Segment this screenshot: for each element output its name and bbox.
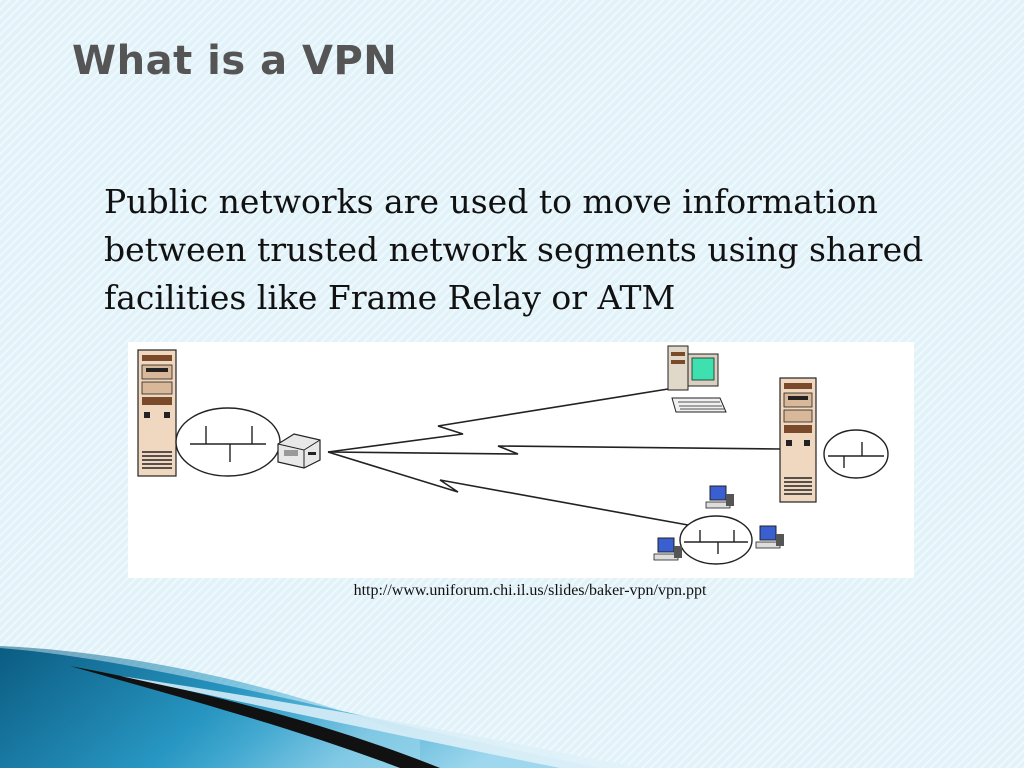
server-tower-icon xyxy=(137,349,177,477)
router-icon xyxy=(277,433,321,469)
desktop-computer-icon xyxy=(667,345,727,413)
lan-segment-icon xyxy=(679,515,753,565)
workstation-icon xyxy=(653,537,682,561)
server-tower-icon xyxy=(779,377,817,503)
lan-segment-icon xyxy=(175,407,281,477)
slide-body-text: Public networks are used to move informa… xyxy=(104,182,924,317)
slide-title: What is a VPN xyxy=(72,38,398,84)
lightning-link-desktop xyxy=(327,388,669,453)
workstation-icon xyxy=(705,485,734,509)
lightning-link-server-right xyxy=(327,445,781,455)
workstation-icon xyxy=(755,525,784,549)
lan-segment-icon xyxy=(823,429,889,479)
vpn-network-diagram xyxy=(128,342,914,578)
source-url: http://www.uniforum.chi.il.us/slides/bak… xyxy=(353,582,707,599)
lightning-link-bottom-lan xyxy=(327,451,689,526)
